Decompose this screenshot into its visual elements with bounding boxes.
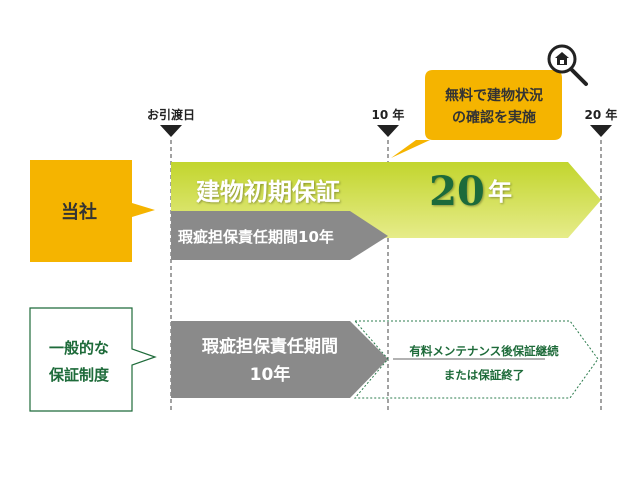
general-label-box: 一般的な 保証制度: [29, 307, 157, 412]
callout-line1: 無料で建物状況: [445, 87, 543, 104]
inspection-callout: 無料で建物状況 の確認を実施: [391, 70, 562, 158]
initial-warranty-unit: 年: [488, 178, 512, 206]
callout-line2: の確認を実施: [452, 109, 536, 126]
after-period-bar: 有料メンテナンス後保証継続 または保証終了: [353, 320, 599, 399]
timeline-10-year-label: 10 年: [372, 107, 405, 122]
timeline-start-label: お引渡日: [147, 107, 195, 122]
20-year-marker-icon: [590, 125, 612, 137]
initial-warranty-text: 建物初期保証: [196, 178, 340, 206]
general-label-line1: 一般的な: [49, 339, 109, 357]
house-magnifier-icon: [547, 44, 588, 86]
10-year-marker-icon: [377, 125, 399, 137]
start-marker-icon: [160, 125, 182, 137]
after-period-line2: または保証終了: [444, 368, 525, 382]
timeline-20-year-label: 20 年: [585, 107, 618, 122]
company-label: 当社: [61, 201, 97, 223]
initial-warranty-years: 20: [429, 168, 485, 215]
company-defect-liability-text: 瑕疵担保責任期間10年: [178, 228, 334, 246]
general-label-line2: 保証制度: [48, 366, 110, 384]
general-bar-line2: 10年: [250, 364, 291, 385]
company-label-box: 当社: [30, 160, 155, 262]
after-period-line1: 有料メンテナンス後保証継続: [409, 344, 559, 358]
general-bar-line1: 瑕疵担保責任期間: [202, 336, 338, 357]
company-defect-liability-bar: 瑕疵担保責任期間10年: [171, 211, 388, 260]
general-defect-liability-bar: 瑕疵担保責任期間 10年: [171, 321, 388, 398]
